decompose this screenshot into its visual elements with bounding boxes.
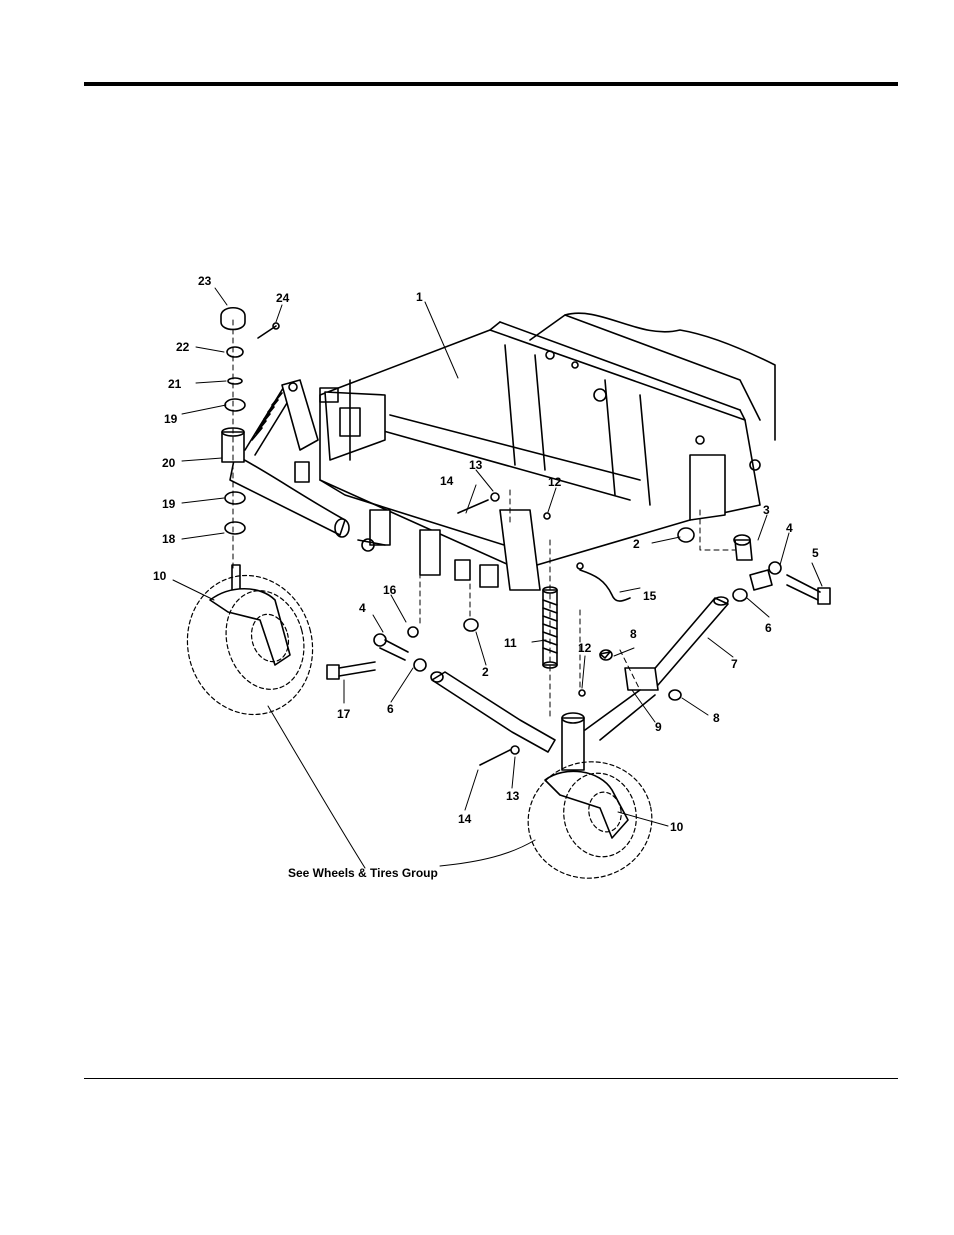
callout-5: 5 (812, 546, 819, 560)
callout-1: 1 (416, 290, 423, 304)
callout-8-lower: 8 (713, 711, 720, 725)
callout-12-upper: 12 (548, 475, 562, 489)
left-caster-fork (210, 565, 290, 665)
callout-2-lower: 2 (482, 665, 489, 679)
callout-13-lower: 13 (506, 789, 520, 803)
callout-18: 18 (162, 532, 176, 546)
wheels-tires-reference: See Wheels & Tires Group (288, 866, 438, 880)
callout-11: 11 (504, 636, 517, 650)
callout-14-lower: 14 (458, 812, 472, 826)
left-wheel (172, 561, 328, 728)
callout-13-upper: 13 (469, 458, 483, 472)
callout-9: 9 (655, 720, 662, 734)
callout-12-lower: 12 (578, 641, 592, 655)
callout-21: 21 (168, 377, 182, 391)
left-shock (245, 380, 318, 455)
callout-3: 3 (763, 503, 770, 517)
callout-19-lower: 19 (162, 497, 176, 511)
callout-10-left: 10 (153, 569, 167, 583)
footer-rule (84, 1078, 898, 1079)
callout-4-right: 4 (786, 521, 793, 535)
cross-arm (431, 672, 555, 752)
callout-23: 23 (198, 274, 212, 288)
callout-19-upper: 19 (164, 412, 178, 426)
callout-10-right: 10 (670, 820, 684, 834)
callout-22: 22 (176, 340, 190, 354)
callout-20: 20 (162, 456, 176, 470)
callout-17: 17 (337, 707, 351, 721)
callout-6-right: 6 (765, 621, 772, 635)
center-spindle (562, 713, 584, 770)
hardware-right (678, 528, 830, 604)
callout-7: 7 (731, 657, 738, 671)
callout-8-upper: 8 (630, 627, 637, 641)
main-frame (295, 313, 775, 590)
callout-15: 15 (643, 589, 657, 603)
callout-24: 24 (276, 291, 290, 305)
callout-14-upper: 14 (440, 474, 454, 488)
pivot-axle (585, 597, 728, 740)
callout-6-left: 6 (387, 702, 394, 716)
callout-16: 16 (383, 583, 397, 597)
callout-4-left: 4 (359, 601, 366, 615)
right-wheel (517, 750, 662, 889)
callout-2-upper: 2 (633, 537, 640, 551)
